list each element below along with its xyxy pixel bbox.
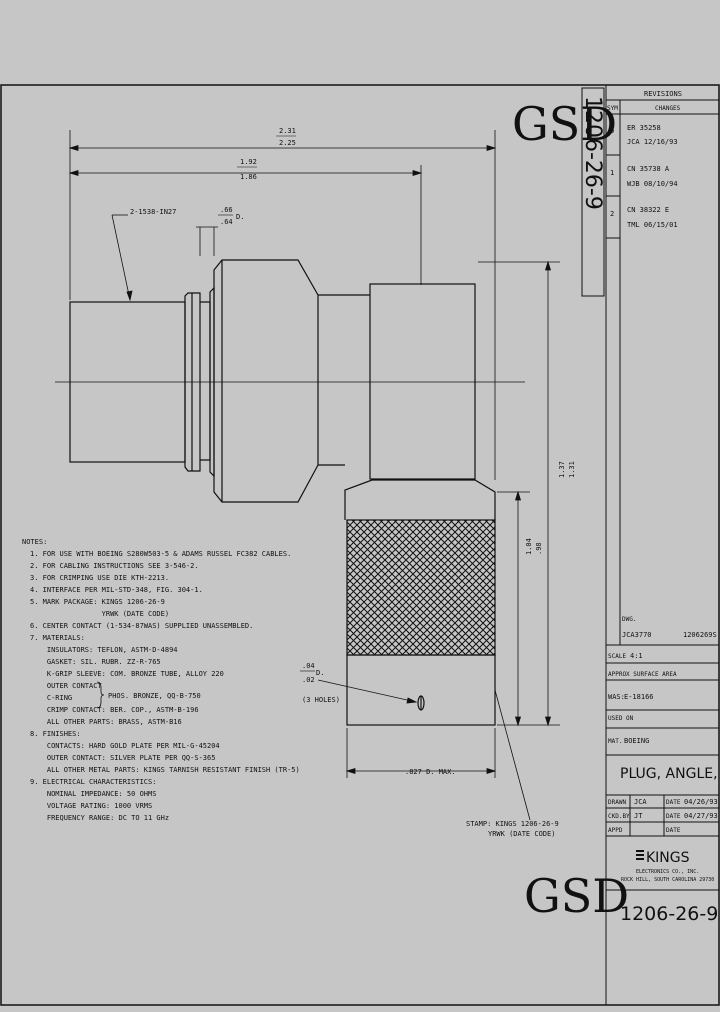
dim-height-upper: 1.37: [558, 461, 566, 478]
dim-holes: (3 HOLES): [302, 696, 340, 704]
note-line: 4. INTERFACE PER MIL-STD-348, FIG. 304-1…: [30, 586, 203, 594]
note-line: 7. MATERIALS:: [30, 634, 85, 642]
company-line2: ROCK HILL, SOUTH CAROLINA 29730: [621, 877, 714, 883]
revision-rev-0: 0: [610, 127, 614, 135]
drawn-label: DRAWN: [608, 799, 626, 806]
dim-body-lower: 1.86: [240, 173, 257, 181]
note-line: ALL OTHER PARTS: BRASS, ASTM-B16: [30, 718, 182, 726]
notes-block: NOTES: 1. FOR USE WITH BOEING S280W503-5…: [22, 538, 300, 822]
dwg-left: JCA3770: [622, 631, 652, 639]
revisions-table: REVISIONS SYM CHANGES 0 ER 35258 JCA 12/…: [605, 84, 720, 646]
appd-label: APPD: [608, 827, 623, 834]
notes-title: NOTES:: [22, 538, 47, 546]
approx-label: APPROX SURFACE AREA: [608, 671, 677, 678]
revisions-col-changes: CHANGES: [655, 105, 681, 112]
revision-line2-1: WJB 08/10/94: [627, 180, 678, 188]
dim-knurl-upper: 1.04: [525, 538, 533, 555]
dim-overall-upper: 2.31: [279, 127, 296, 135]
note-line: FREQUENCY RANGE: DC TO 11 GHz: [30, 814, 169, 822]
revision-line2-2: TML 06/15/01: [627, 221, 678, 229]
note-line: VOLTAGE RATING: 1000 VRMS: [30, 802, 152, 810]
note-line: ALL OTHER METAL PARTS: KINGS TARNISH RES…: [30, 766, 300, 774]
dim-body-upper: 1.92: [240, 158, 257, 166]
revision-line1-0: ER 35258: [627, 124, 661, 132]
chkd-date: 04/27/93: [684, 812, 718, 820]
note-line: GASKET: SIL. RUBR. ZZ-R-765: [30, 658, 161, 666]
company-name: KINGS: [646, 850, 690, 866]
note-line: 3. FOR CRIMPING USE DIE KTH-2213.: [30, 574, 169, 582]
stamp-line1: STAMP: KINGS 1206-26-9: [466, 820, 559, 828]
note-line: 9. ELECTRICAL CHARACTERISTICS:: [30, 778, 156, 786]
connector-drawing: [55, 259, 525, 726]
dimension-texts: 2.31 2.25 1.92 1.86 2-1538-IN27 .66 .64 …: [130, 127, 576, 776]
company-line1: ELECTRONICS CO., INC.: [636, 869, 699, 875]
dim-hole-lower: .02: [302, 676, 315, 684]
note-line: CONTACTS: HARD GOLD PLATE PER MIL-G-4520…: [30, 742, 220, 750]
phos-bronze: PHOS. BRONZE, QQ-B-750: [108, 692, 201, 700]
was-value: E-18166: [624, 693, 654, 701]
drawn-date: 04/26/93: [684, 798, 718, 806]
dim-max-dia: .827 D. MAX.: [405, 768, 456, 776]
note-line: 5. MARK PACKAGE: KINGS 1206-26-9: [30, 598, 165, 606]
part-number-box: [581, 87, 605, 297]
drawing-title: PLUG, ANGLE, N: [620, 766, 720, 782]
revision-line1-1: CN 35738 A: [627, 165, 670, 173]
was-label: WAS:: [608, 693, 625, 701]
stamp-line2: YRWK (DATE CODE): [488, 830, 555, 838]
note-line: 8. FINISHES:: [30, 730, 81, 738]
note-line: YRWK (DATE CODE): [30, 610, 169, 618]
dim-dia-suffix: D.: [236, 213, 244, 221]
dim-knurl-lower: .98: [535, 542, 543, 555]
chkd-date-label: DATE: [666, 813, 681, 820]
appd-date-label: DATE: [666, 827, 681, 834]
used-on-label: USED ON: [608, 715, 634, 722]
dim-overall-lower: 2.25: [279, 139, 296, 147]
dimension-lines: [68, 130, 560, 821]
title-part-number: 1206-26-9: [620, 903, 718, 925]
note-line: K-GRIP SLEEVE: COM. BRONZE TUBE, ALLOY 2…: [30, 670, 224, 678]
revision-line1-2: CN 38322 E: [627, 206, 669, 214]
note-line: OUTER CONTACT: [30, 682, 102, 690]
note-line: NOMINAL IMPEDANCE: 50 OHMS: [30, 790, 156, 798]
part-number-vertical: 1206-26-9: [580, 96, 605, 210]
chkd-label: CKD.BY: [608, 813, 630, 820]
logo-bottom: GSD: [524, 869, 629, 923]
drawn-by: JCA: [634, 798, 647, 806]
note-line: 2. FOR CABLING INSTRUCTIONS SEE 3-546-2.: [30, 562, 199, 570]
title-block: DWG. JCA3770 1206269S SCALE 4:1 APPROX S…: [605, 616, 720, 1006]
dim-height-lower: 1.31: [568, 461, 576, 478]
dim-thread: 2-1538-IN27: [130, 208, 176, 216]
note-line: CRIMP CONTACT: BER. COP., ASTM-B-196: [30, 706, 199, 714]
brace-icon: [96, 681, 105, 709]
dwg-label: DWG.: [622, 616, 636, 623]
revisions-col-rev: SYM: [607, 105, 618, 112]
scale-label: SCALE: [608, 653, 626, 660]
note-line: 6. CENTER CONTACT (1-534-87WAS) SUPPLIED…: [30, 622, 253, 630]
dwg-right: 1206269S: [683, 631, 717, 639]
revision-rev-1: 1: [610, 169, 614, 177]
note-line: OUTER CONTACT: SILVER PLATE PER QQ-S-365: [30, 754, 215, 762]
scale-value: 4:1: [630, 652, 643, 660]
note-line: C-RING: [30, 694, 72, 702]
note-line: 1. FOR USE WITH BOEING S280W503-5 & ADAM…: [30, 550, 291, 558]
dim-hole-upper: .04: [302, 662, 315, 670]
logo-top: GSD: [512, 97, 617, 151]
drawn-date-label: DATE: [666, 799, 681, 806]
revision-rev-2: 2: [610, 210, 614, 218]
chkd-by: JT: [634, 812, 643, 820]
kings-logo-icon: [636, 850, 644, 860]
revision-line2-0: JCA 12/16/93: [627, 138, 678, 146]
note-line: INSULATORS: TEFLON, ASTM-D-4894: [30, 646, 178, 654]
mat-value: BOEING: [624, 737, 649, 745]
dim-hole-suffix: D.: [316, 669, 324, 677]
mat-label: MAT.: [608, 738, 622, 745]
revisions-title: REVISIONS: [644, 90, 682, 98]
dim-dia-lower: .64: [220, 218, 233, 226]
dim-dia-upper: .66: [220, 206, 233, 214]
